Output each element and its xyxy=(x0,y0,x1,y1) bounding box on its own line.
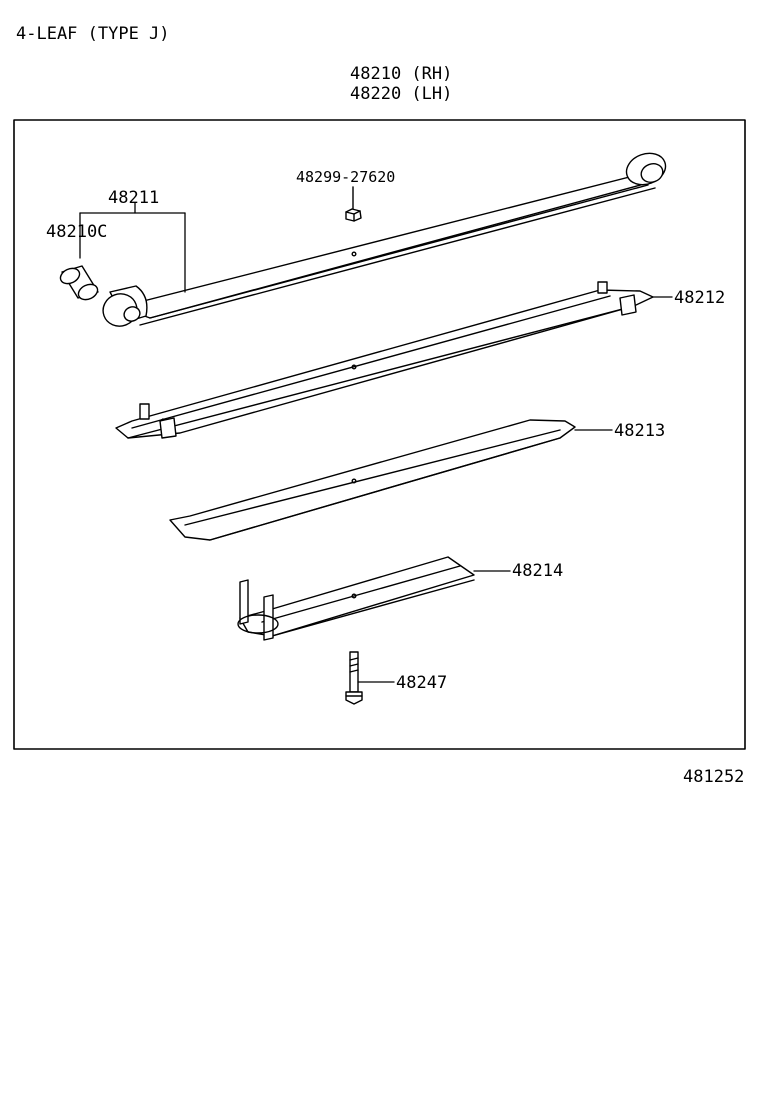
leader-lines xyxy=(79,202,673,683)
center-bolt-drawing xyxy=(345,651,363,705)
part-label-leaf-4: 48214 xyxy=(512,561,564,581)
part-label-center-bolt: 48247 xyxy=(396,673,448,693)
leaf-4-drawing xyxy=(237,556,475,641)
assembly-rh-label: 48210 (RH) xyxy=(350,64,453,84)
part-label-nut: 48299-27620 xyxy=(296,168,396,186)
part-label-leaf-2: 48212 xyxy=(674,288,726,308)
bushing-drawing xyxy=(59,265,99,301)
part-label-main-leaf: 48211 xyxy=(108,188,160,208)
illustration-id: 481252 xyxy=(683,767,745,787)
part-label-leaf-3: 48213 xyxy=(614,421,666,441)
variant-label: 4-LEAF (TYPE J) xyxy=(16,24,170,44)
part-label-bushing: 48210C xyxy=(46,222,108,242)
assembly-lh-label: 48220 (LH) xyxy=(350,84,453,104)
leaf-3-drawing xyxy=(169,419,576,541)
main-leaf-drawing xyxy=(102,152,667,327)
nut-drawing xyxy=(345,186,362,222)
diagram-frame xyxy=(13,119,746,750)
